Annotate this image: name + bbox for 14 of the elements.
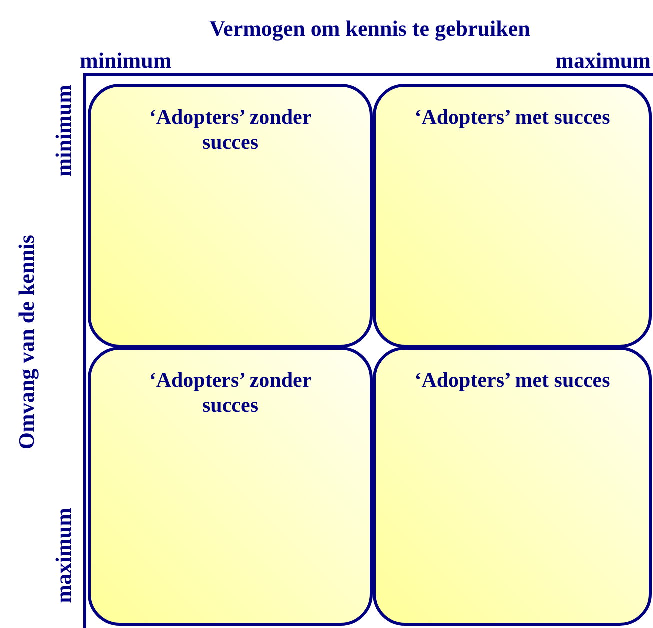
quadrant-box [88, 347, 373, 626]
axis-title: Vermogen om kennis te gebruiken [210, 18, 530, 40]
quadrant-box [373, 347, 652, 626]
axis-title: Omvang van de kennis [16, 235, 38, 450]
axis-max-label: maximum [556, 50, 651, 72]
quadrant-label: ‘Adopters’ met succes [414, 368, 612, 394]
quadrant-box [373, 84, 652, 348]
quadrant-label: ‘Adopters’ zonder succes [148, 105, 313, 156]
axis-min-label: minimum [53, 85, 75, 177]
axis-min-label: minimum [80, 50, 172, 72]
quadrant-label: ‘Adopters’ zonder succes [148, 368, 313, 418]
quadrant-label: ‘Adopters’ met succes [414, 105, 612, 130]
axis-max-label: maximum [53, 508, 75, 604]
quadrant-box [88, 84, 373, 348]
